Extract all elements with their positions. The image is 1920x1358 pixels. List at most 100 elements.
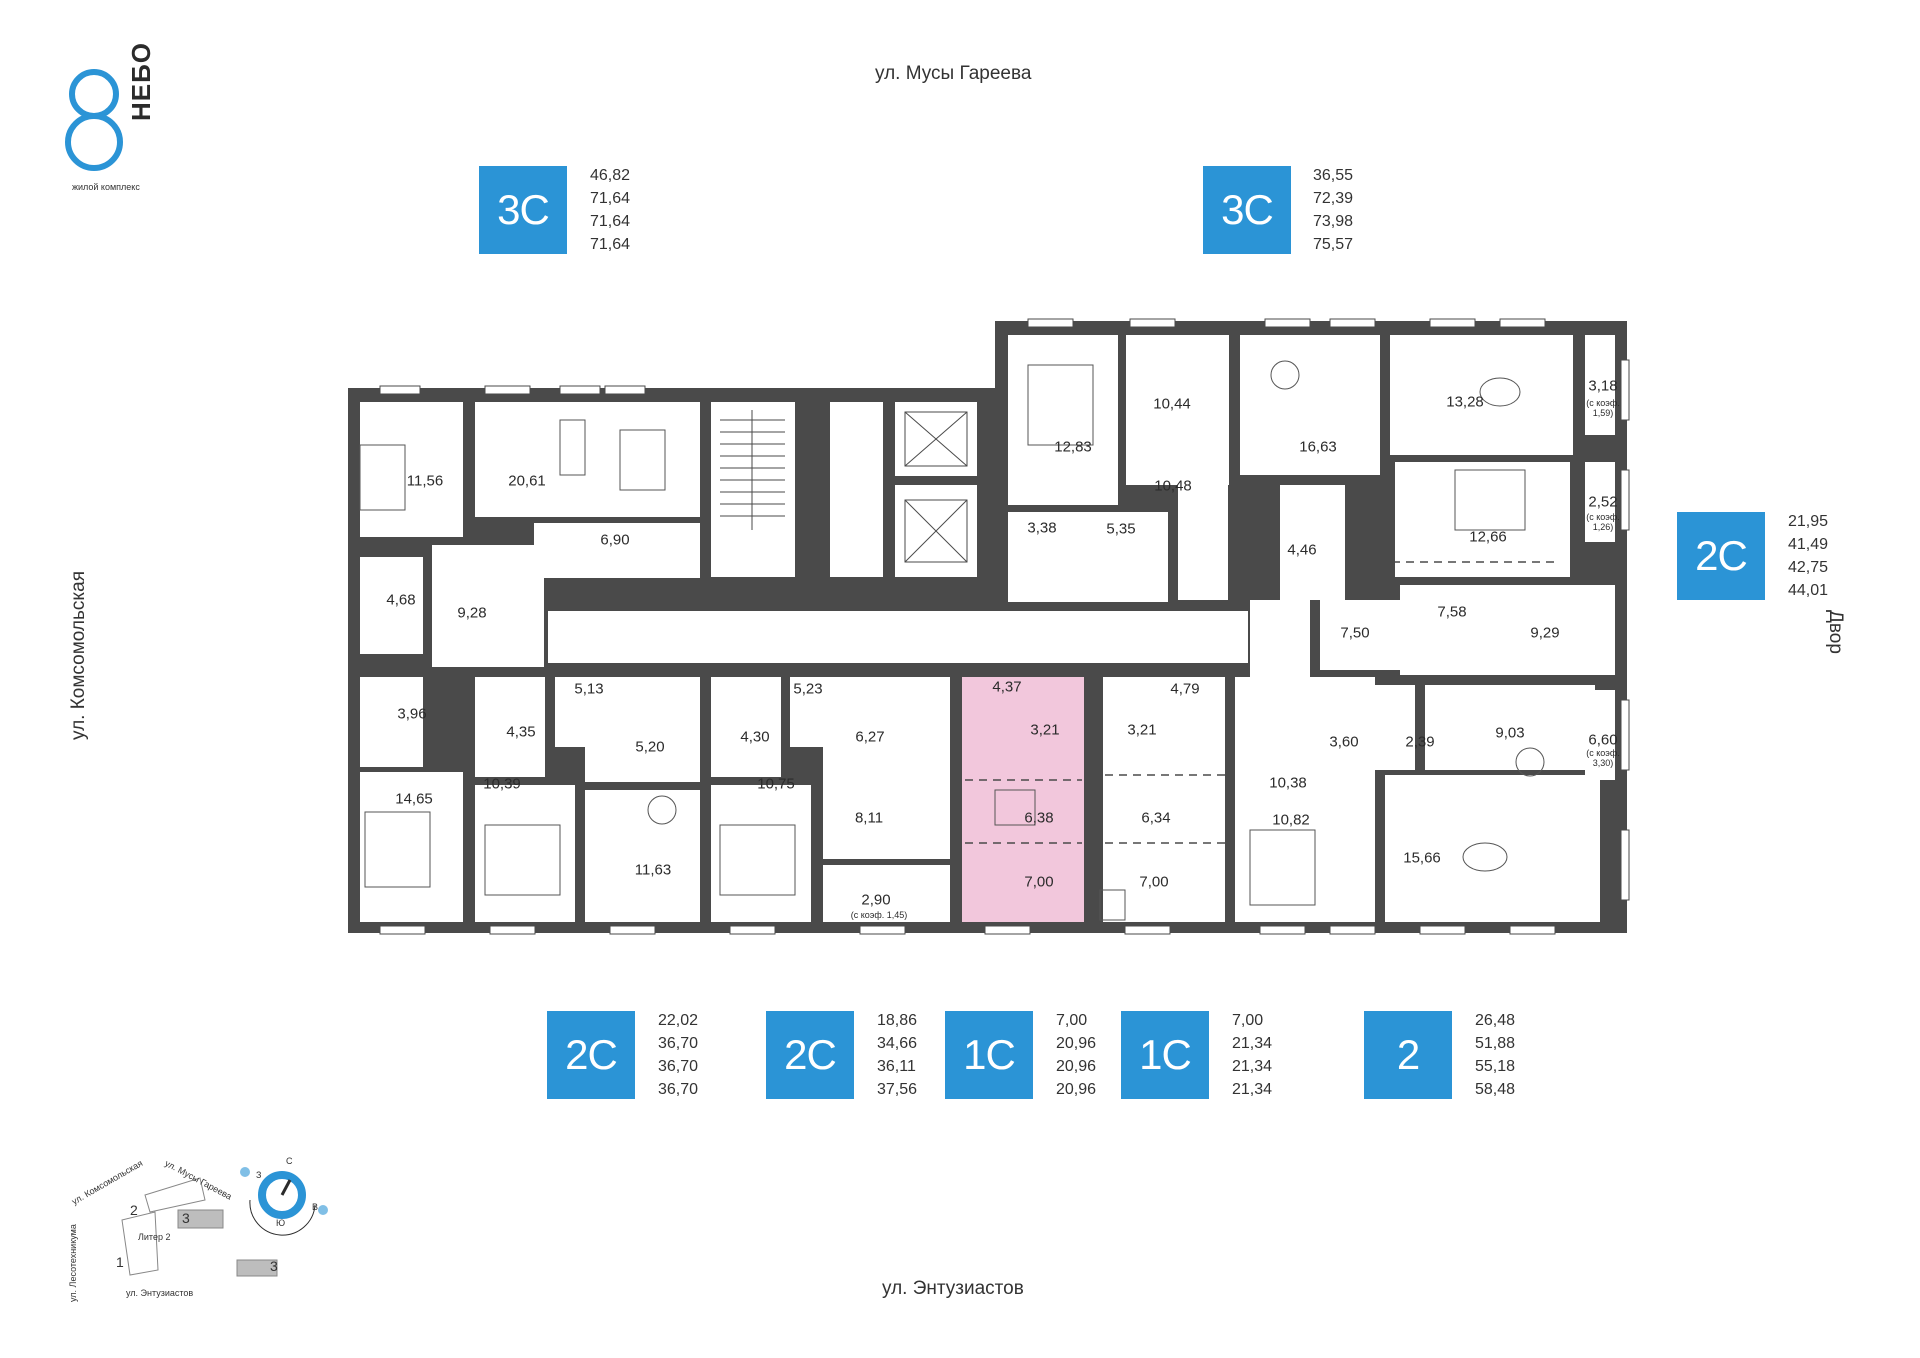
room-area-label: 10,48 xyxy=(1154,477,1192,495)
area-value: 71,64 xyxy=(590,190,631,207)
room-area-label: 4,37 xyxy=(992,678,1022,696)
area-value: 36,11 xyxy=(877,1058,916,1075)
area-value: 75,57 xyxy=(1313,236,1354,253)
zone-dividers xyxy=(540,520,1560,844)
room-area-label: 14,65 xyxy=(395,790,433,808)
room-area-label: 2,90 xyxy=(861,891,891,909)
area-value: 7,00 xyxy=(1056,1012,1088,1029)
room-area-label: 15,66 xyxy=(1403,849,1441,867)
area-value: 46,82 xyxy=(590,167,631,184)
room-area-label: 3,38 xyxy=(1027,519,1057,537)
room-area-label: 5,13 xyxy=(574,680,604,698)
room-coefficient-label: (с коэф. 1,26) xyxy=(1586,512,1620,532)
room-area-label: 12,83 xyxy=(1054,438,1092,456)
unit-areas: 36,55 72,39 73,98 75,57 xyxy=(1313,164,1353,256)
room-area-label: 4,30 xyxy=(740,728,770,746)
room-area-label: 20,61 xyxy=(508,472,546,490)
area-value: 21,34 xyxy=(1232,1081,1273,1098)
minimap-legend-label: 3 xyxy=(270,1258,278,1274)
room-area-label: 7,58 xyxy=(1437,603,1467,621)
stair-icon xyxy=(720,410,785,530)
room-area-label: 3,21 xyxy=(1030,721,1060,739)
room-area-label: 2,39 xyxy=(1405,733,1435,751)
unit-type-badge[interactable]: 1С xyxy=(945,1011,1033,1099)
room-area-label: 4,68 xyxy=(386,591,416,609)
area-value: 71,64 xyxy=(590,236,631,253)
site-minimap: ул. Комсомольская ул. Мусы Гареева ул. Л… xyxy=(60,1150,360,1310)
minimap-street-label: ул. Лесотехникума xyxy=(68,1224,78,1302)
logo-eight-icon xyxy=(65,69,123,171)
room-area-label: 3,18 xyxy=(1588,377,1618,395)
room-area-label: 10,38 xyxy=(1269,774,1307,792)
area-value: 72,39 xyxy=(1313,190,1354,207)
area-value: 58,48 xyxy=(1475,1081,1516,1098)
unit-type-badge[interactable]: 2С xyxy=(766,1011,854,1099)
room-area-label: 7,00 xyxy=(1139,873,1169,891)
area-value: 36,55 xyxy=(1313,167,1354,184)
area-value: 21,34 xyxy=(1232,1035,1273,1052)
compass-east: В xyxy=(312,1202,319,1212)
area-value: 26,48 xyxy=(1475,1012,1516,1029)
room-coefficient-label: (с коэф. 1,59) xyxy=(1586,398,1620,418)
room-area-label: 10,44 xyxy=(1153,395,1191,413)
street-bottom: ул. Энтузиастов xyxy=(882,1278,1024,1299)
room-area-label: 6,60 xyxy=(1588,731,1618,749)
room-area-label: 3,21 xyxy=(1127,721,1157,739)
room-coefficient-label: (с коэф. 3,30) xyxy=(1586,748,1620,768)
room-area-label: 6,38 xyxy=(1024,809,1054,827)
elevator-icon xyxy=(904,411,968,563)
unit-type-badge[interactable]: 2С xyxy=(547,1011,635,1099)
unit-areas: 46,82 71,64 71,64 71,64 xyxy=(590,164,630,256)
windows xyxy=(379,318,1630,935)
unit-type-badge[interactable]: 1С xyxy=(1121,1011,1209,1099)
room-area-label: 6,90 xyxy=(600,531,630,549)
room-area-label: 5,35 xyxy=(1106,520,1136,538)
area-value: 21,34 xyxy=(1232,1058,1273,1075)
room-area-label: 10,39 xyxy=(483,775,521,793)
room-area-label: 6,34 xyxy=(1141,809,1171,827)
area-value: 55,18 xyxy=(1475,1058,1516,1075)
unit-areas: 21,95 41,49 42,75 44,01 xyxy=(1788,510,1828,602)
minimap-street-label: ул. Энтузиастов xyxy=(126,1288,194,1298)
area-value: 42,75 xyxy=(1788,559,1829,576)
unit-type-badge[interactable]: 3С xyxy=(1203,166,1291,254)
logo: НЕБО жилой комплекс xyxy=(64,42,184,196)
unit-areas: 7,00 20,96 20,96 20,96 xyxy=(1056,1009,1096,1101)
room-area-label: 2,52 xyxy=(1588,493,1618,511)
compass-west: З xyxy=(256,1170,262,1180)
minimap-section-label: 2 xyxy=(130,1202,138,1218)
room-area-label: 4,35 xyxy=(506,723,536,741)
room-area-label: 6,27 xyxy=(855,728,885,746)
area-value: 20,96 xyxy=(1056,1035,1097,1052)
unit-type-badge[interactable]: 2 xyxy=(1364,1011,1452,1099)
compass-south: Ю xyxy=(276,1218,286,1228)
unit-type-badge[interactable]: 3С xyxy=(479,166,567,254)
room-area-label: 5,23 xyxy=(793,680,823,698)
minimap-shapes xyxy=(121,1167,328,1277)
room-area-label: 11,63 xyxy=(634,861,672,879)
room-area-label: 9,03 xyxy=(1495,724,1525,742)
room-area-label: 16,63 xyxy=(1299,438,1337,456)
unit-areas: 26,48 51,88 55,18 58,48 xyxy=(1475,1009,1515,1101)
area-value: 36,70 xyxy=(658,1035,699,1052)
area-value: 44,01 xyxy=(1788,582,1829,599)
room-area-label: 4,79 xyxy=(1170,680,1200,698)
compass-north: С xyxy=(286,1156,293,1166)
area-value: 73,98 xyxy=(1313,213,1354,230)
area-value: 22,02 xyxy=(658,1012,699,1029)
area-value: 41,49 xyxy=(1788,536,1829,553)
room-area-label: 5,20 xyxy=(635,738,665,756)
furniture xyxy=(359,360,1545,921)
room-area-label: 9,29 xyxy=(1530,624,1560,642)
highlighted-apartment[interactable] xyxy=(962,677,1084,922)
room-area-label: 10,82 xyxy=(1272,811,1310,829)
room-area-label: 3,60 xyxy=(1329,733,1359,751)
unit-type-badge[interactable]: 2С xyxy=(1677,512,1765,600)
room-area-label: 11,56 xyxy=(406,472,444,490)
minimap-section-label: 3 xyxy=(182,1210,190,1226)
area-value: 20,96 xyxy=(1056,1058,1097,1075)
room-area-label: 13,28 xyxy=(1446,393,1484,411)
room-coefficient-label: (с коэф. 1,45) xyxy=(850,910,908,920)
area-value: 37,56 xyxy=(877,1081,918,1098)
